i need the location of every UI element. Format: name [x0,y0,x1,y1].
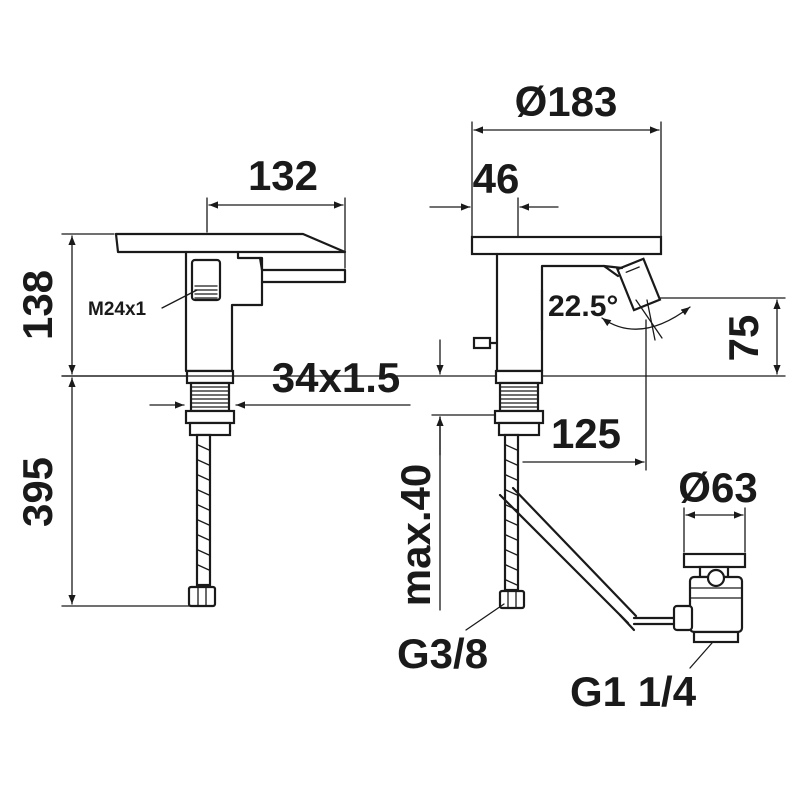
handle-lever [258,256,347,284]
spout-nozzle [616,257,662,312]
label-75: 75 [720,315,767,362]
lock-nut [184,409,236,425]
threaded-shank-front [494,369,544,385]
label-m24x1: M24x1 [88,299,147,320]
waste-tail [692,630,740,644]
front-view-dimensions: Ø183 46 75 125 max.40 Ø63 G3/8 G1 1/4 [392,78,786,715]
waste-connector [672,604,694,632]
label-125: 125 [551,410,621,457]
handle-plate-front [470,235,663,256]
label-132: 132 [248,152,318,199]
label-63: Ø63 [678,464,757,511]
threaded-shank [185,369,235,385]
shank-thread [191,386,229,408]
label-g114: G1 1/4 [570,668,697,715]
label-angle: 22.5° [548,290,618,323]
lock-nut-front [493,409,545,425]
label-46: 46 [473,155,520,202]
leader-g38 [465,603,505,631]
hose-nut-front [498,589,526,610]
popup-rod-knob [472,336,492,350]
label-g38: G3/8 [397,630,488,677]
label-34x15: 34x1.5 [272,354,400,401]
flex-hose [195,433,212,587]
label-395: 395 [14,457,61,527]
label-max40: max.40 [392,464,439,606]
label-183: Ø183 [515,78,618,125]
angle-arc [601,306,691,330]
hose-nut [187,585,217,608]
leader-m24x1 [161,289,198,309]
front-view: 22.5° [470,235,747,644]
popup-rod [498,493,630,625]
side-view [114,232,347,608]
label-138: 138 [14,270,61,340]
leader-g114 [689,642,713,669]
waste-cap [682,552,747,569]
aerator-thread [194,285,218,299]
handle-plate [114,232,347,254]
side-view-dimensions: 132 138 M24x1 395 34x1.5 [14,152,411,607]
